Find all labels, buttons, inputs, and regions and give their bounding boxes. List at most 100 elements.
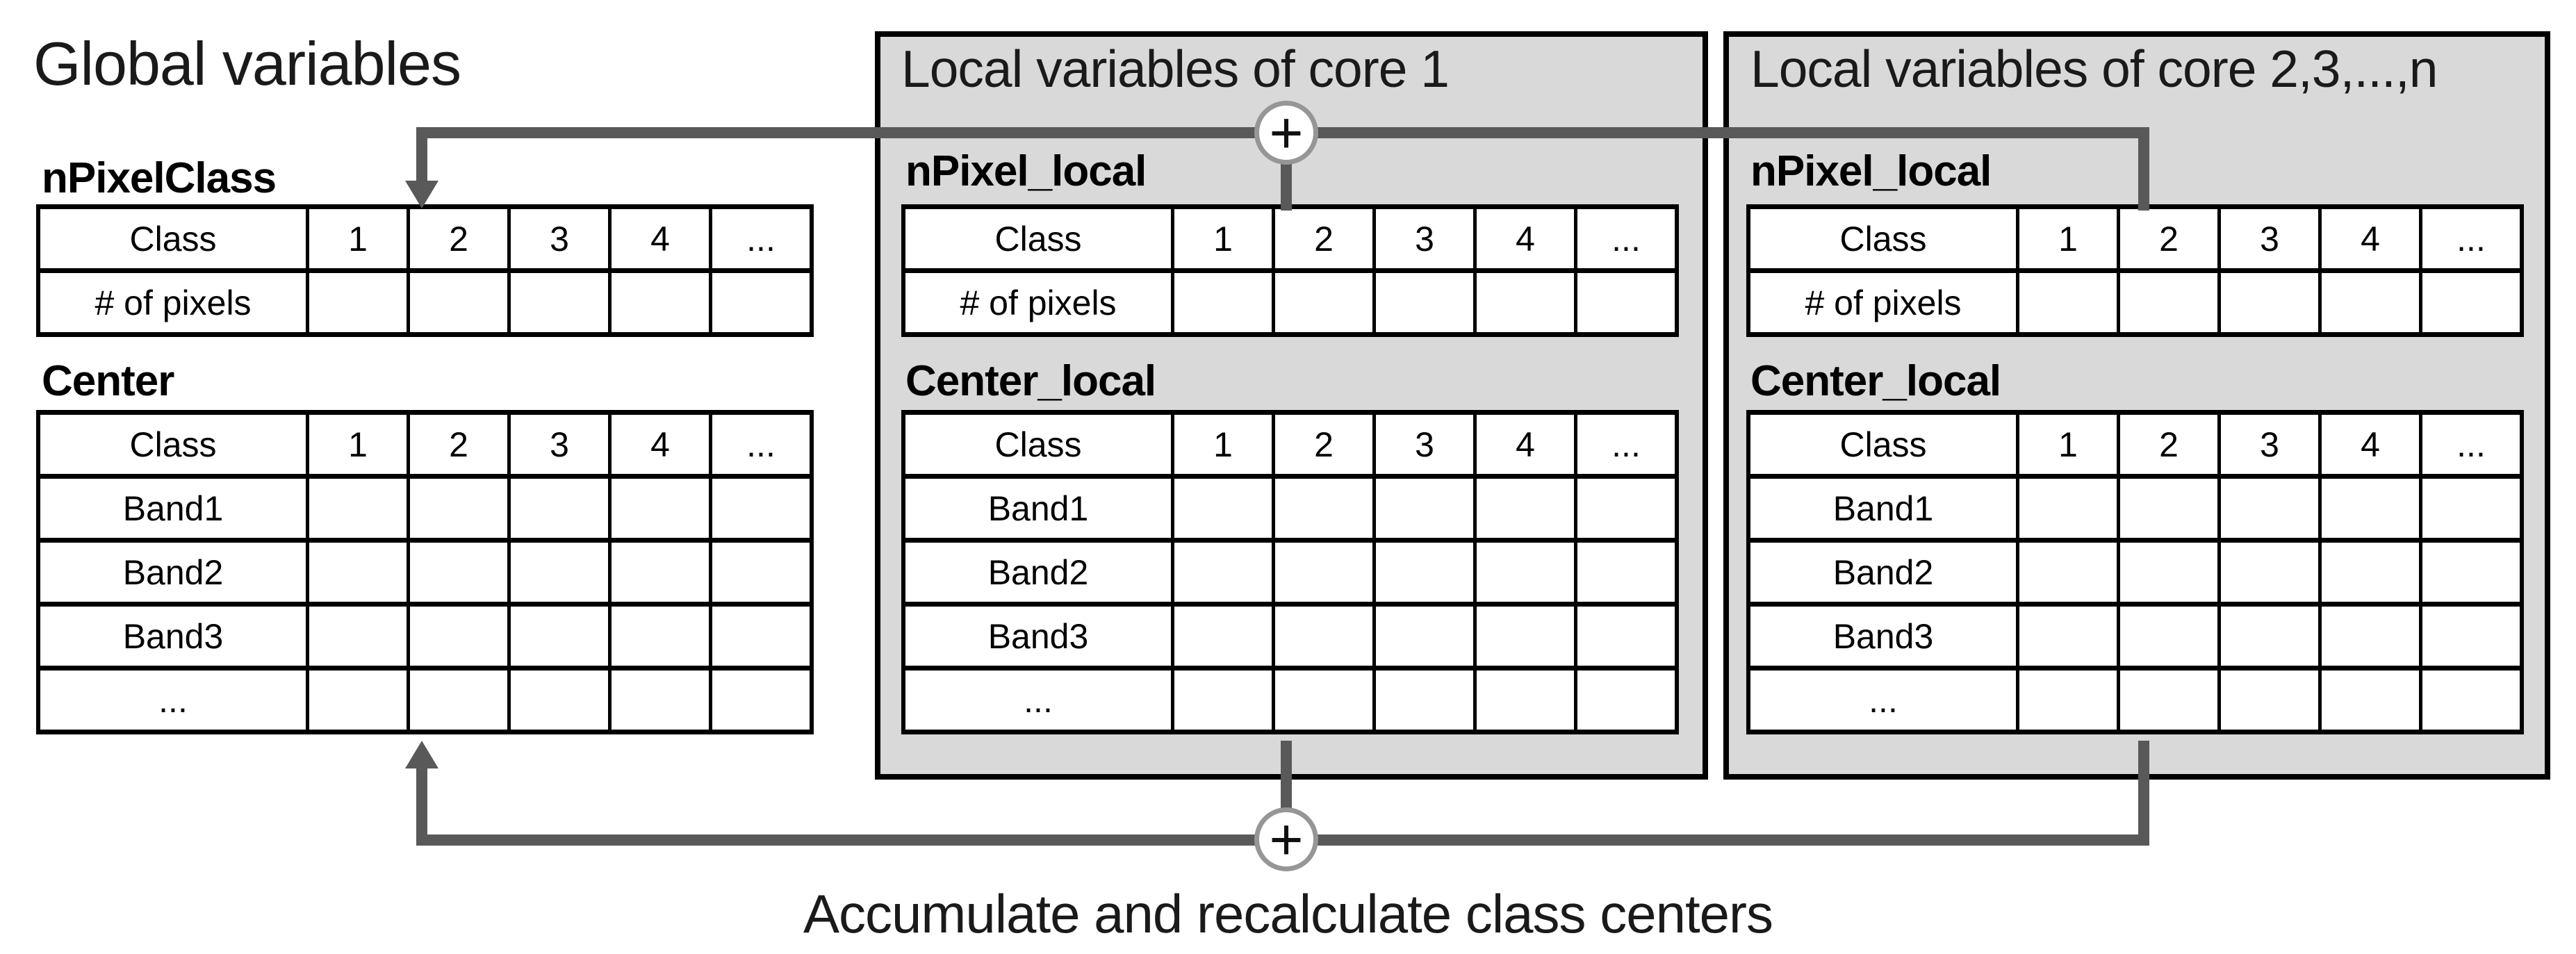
row-label-cell: Band3: [901, 602, 1174, 671]
value-cell: [2016, 268, 2120, 337]
value-cell: 3: [1372, 204, 1477, 273]
value-cell: [2318, 474, 2422, 543]
table-row: Band1: [36, 474, 814, 543]
value-cell: [1372, 268, 1477, 337]
table-row: Band3: [36, 602, 814, 671]
value-cell: [1574, 666, 1679, 734]
value-cell: 4: [608, 204, 712, 273]
value-cell: [407, 538, 511, 607]
value-cell: [1574, 538, 1679, 607]
value-cell: 3: [1372, 410, 1477, 479]
table-row: Band1: [901, 474, 1679, 543]
value-cell: 2: [407, 410, 511, 479]
value-cell: 1: [2016, 204, 2120, 273]
row-label-cell: Class: [901, 410, 1174, 479]
table-row: Band2: [901, 538, 1679, 607]
row-label-cell: # of pixels: [36, 268, 309, 337]
global-npixelclass-label: nPixelClass: [42, 154, 277, 202]
value-cell: [1473, 474, 1577, 543]
value-cell: ...: [2419, 204, 2524, 273]
value-cell: 1: [1171, 204, 1275, 273]
row-label-cell: Band2: [1746, 538, 2019, 607]
value-cell: [507, 602, 612, 671]
table-row: Band2: [1746, 538, 2524, 607]
value-cell: [2419, 474, 2524, 543]
value-cell: [2016, 602, 2120, 671]
value-cell: 2: [407, 204, 511, 273]
value-cell: 1: [2016, 410, 2120, 479]
value-cell: [2117, 602, 2221, 671]
row-label-cell: ...: [1746, 666, 2019, 734]
bottom-merge-coren-drop: [2138, 741, 2149, 846]
arrowhead-down-icon: [405, 181, 438, 208]
value-cell: 3: [507, 204, 612, 273]
row-label-cell: Class: [1746, 410, 2019, 479]
table-row: # of pixels: [36, 268, 814, 337]
value-cell: [2016, 538, 2120, 607]
top-merge-coren-drop: [2138, 127, 2149, 211]
value-cell: [407, 666, 511, 734]
value-cell: [608, 268, 712, 337]
value-cell: [1272, 474, 1376, 543]
value-cell: [2318, 666, 2422, 734]
table-row: ...: [901, 666, 1679, 734]
plus-glyph: +: [1269, 807, 1304, 872]
plus-merge-icon: +: [1254, 101, 1318, 165]
value-cell: [1272, 268, 1376, 337]
value-cell: [2318, 268, 2422, 337]
value-cell: [407, 602, 511, 671]
plus-glyph: +: [1269, 100, 1304, 165]
row-label-cell: Band1: [1746, 474, 2019, 543]
value-cell: [507, 666, 612, 734]
table-row: Band3: [1746, 602, 2524, 671]
value-cell: ...: [709, 410, 814, 479]
value-cell: 1: [306, 204, 410, 273]
value-cell: [2419, 538, 2524, 607]
value-cell: [507, 474, 612, 543]
value-cell: [1473, 538, 1577, 607]
value-cell: [1473, 666, 1577, 734]
value-cell: [306, 602, 410, 671]
value-cell: [608, 666, 712, 734]
value-cell: [2419, 268, 2524, 337]
value-cell: 2: [1272, 204, 1376, 273]
row-label-cell: Class: [36, 204, 309, 273]
value-cell: [1574, 602, 1679, 671]
value-cell: [1372, 602, 1477, 671]
value-cell: [1372, 666, 1477, 734]
row-label-cell: Class: [1746, 204, 2019, 273]
row-label-cell: # of pixels: [1746, 268, 2019, 337]
table-row: Band1: [1746, 474, 2524, 543]
table-row: Band2: [36, 538, 814, 607]
bottom-merge-core1-drop: [1281, 741, 1292, 812]
table-row: ...: [36, 666, 814, 734]
row-label-cell: # of pixels: [901, 268, 1174, 337]
top-merge-left-elbow: [416, 127, 427, 183]
value-cell: 3: [2217, 410, 2322, 479]
value-cell: [306, 538, 410, 607]
value-cell: [2318, 602, 2422, 671]
value-cell: 2: [2117, 204, 2221, 273]
value-cell: [1272, 602, 1376, 671]
value-cell: 4: [2318, 204, 2422, 273]
row-label-cell: ...: [36, 666, 309, 734]
coren-center-local-label: Center_local: [1750, 357, 2001, 405]
value-cell: ...: [2419, 410, 2524, 479]
value-cell: [2217, 474, 2322, 543]
value-cell: 4: [2318, 410, 2422, 479]
global-variables-title: Global variables: [33, 29, 461, 98]
coren-npixel-local-label: nPixel_local: [1750, 147, 1992, 195]
value-cell: [1171, 474, 1275, 543]
value-cell: [1171, 538, 1275, 607]
table-row: # of pixels: [901, 268, 1679, 337]
accumulate-caption: Accumulate and recalculate class centers: [803, 883, 1773, 944]
value-cell: [709, 474, 814, 543]
